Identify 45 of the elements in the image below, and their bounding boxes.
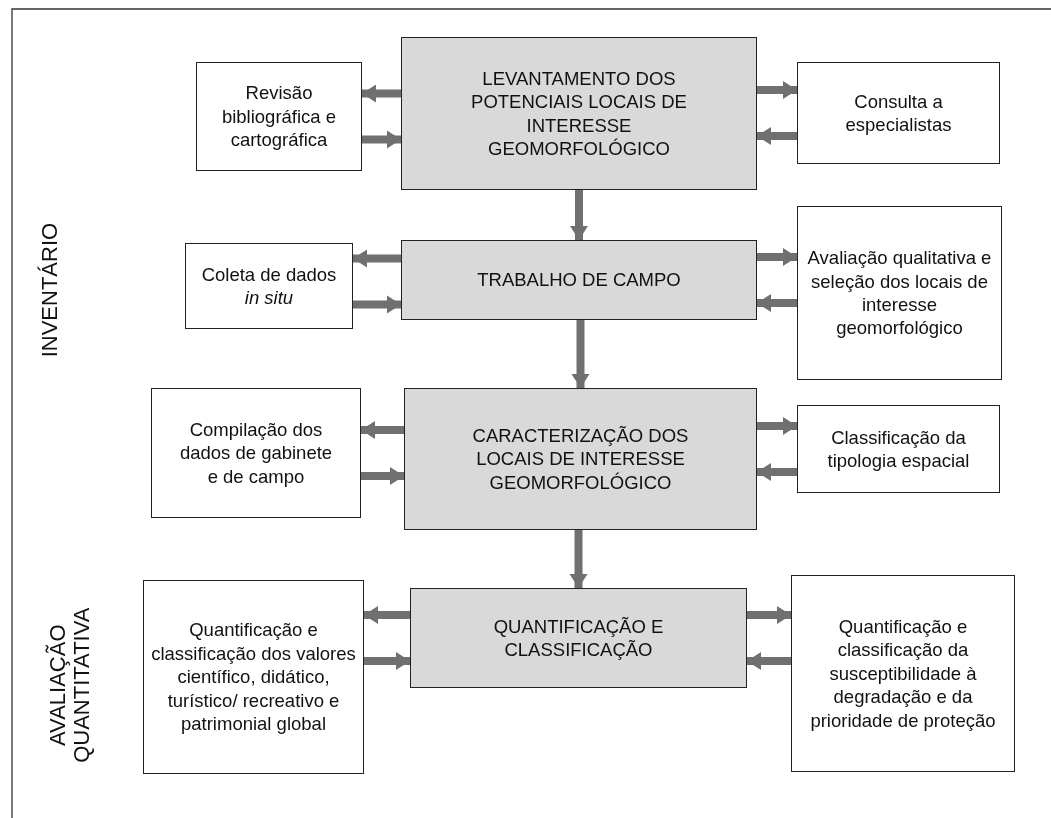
arrow (361, 467, 404, 485)
arrow (747, 652, 791, 670)
task-box (797, 62, 1000, 164)
arrow (757, 417, 797, 435)
task-box (143, 580, 364, 774)
arrow (353, 249, 401, 268)
process-box (401, 37, 757, 190)
task-text: Quantificação e classificação dos valores científico, didático, turístico/ recreativo e patrimonial global (150, 618, 357, 736)
phase-label: AVALIAÇÃO QUANTITATIVA (45, 606, 95, 765)
arrow (757, 463, 797, 481)
step-title: LEVANTAMENTO DOS POTENCIAIS LOCAIS DE INTERESSE GEOMORFOLÓGICO (470, 66, 688, 161)
arrow (353, 295, 401, 314)
task-text: Compilação dos dados de gabinete e de campo (178, 417, 334, 489)
arrow (364, 606, 410, 624)
arrow (362, 130, 401, 149)
arrow (364, 652, 410, 670)
process-box (410, 588, 747, 688)
task-text: Classificação da tipologia espacial (826, 425, 971, 473)
task-text: Quantificação e classificação da susceptibilidade à degradação e da prioridade de proteção (809, 614, 997, 733)
task-box (196, 62, 362, 171)
task-box (151, 388, 361, 518)
step-title: TRABALHO DE CAMPO (476, 268, 682, 292)
phase-label: INVENTÁRIO (38, 222, 63, 358)
arrow (362, 84, 401, 103)
process-box (401, 240, 757, 320)
task-box (791, 575, 1015, 772)
arrow (757, 81, 797, 99)
arrow (569, 530, 588, 588)
arrow (757, 127, 797, 145)
task-text: Avaliação qualitativa e seleção dos locais de interesse geomorfológico (806, 246, 993, 340)
arrow (570, 190, 588, 240)
arrow (757, 294, 797, 312)
step-title: QUANTIFICAÇÃO E CLASSIFICAÇÃO (492, 614, 665, 662)
task-box (797, 405, 1000, 493)
step-title: CARACTERIZAÇÃO DOS LOCAIS DE INTERESSE GEOMORFOLÓGICO (471, 423, 690, 495)
task-box (797, 206, 1002, 380)
task-box (185, 243, 353, 329)
process-box (404, 388, 757, 530)
arrow (757, 248, 797, 266)
arrow (571, 320, 590, 388)
task-text: Revisão bibliográfica e cartográfica (220, 81, 338, 152)
arrow (747, 606, 791, 624)
task-text: Consulta a especialistas (844, 89, 953, 137)
task-text: Coleta de dados in situ (200, 262, 338, 310)
arrow (361, 421, 404, 439)
